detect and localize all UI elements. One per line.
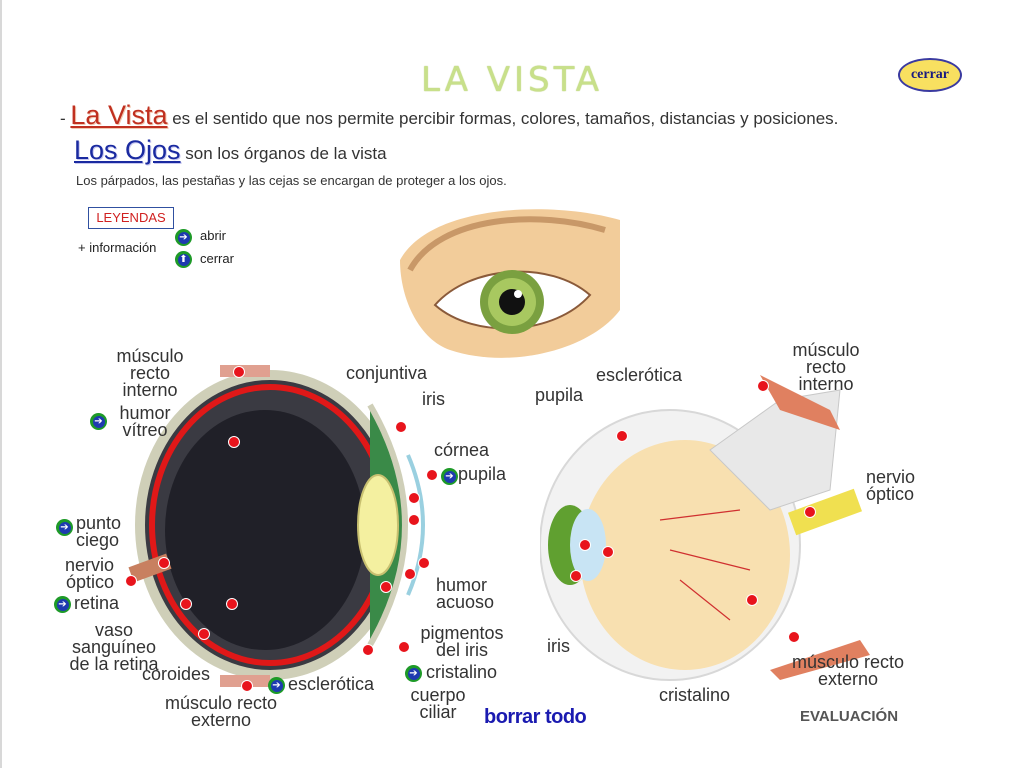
pupila-arrow-icon[interactable]: ➔: [441, 468, 458, 485]
marker-dot[interactable]: [241, 680, 253, 692]
page-title: LA VISTA: [420, 60, 604, 100]
close-arrow-icon[interactable]: ⬆: [175, 251, 192, 268]
marker-dot[interactable]: [616, 430, 628, 442]
marker-dot[interactable]: [380, 581, 392, 593]
marker-dot[interactable]: [570, 570, 582, 582]
marker-dot[interactable]: [180, 598, 192, 610]
marker-dot[interactable]: [757, 380, 769, 392]
label-esclerotica-right: esclerótica: [596, 365, 683, 385]
label-cristalino: cristalino: [426, 662, 498, 682]
label-iris-right: iris: [547, 636, 570, 656]
marker-dot[interactable]: [579, 539, 591, 551]
label-iris: iris: [422, 389, 445, 409]
marker-dot[interactable]: [398, 641, 410, 653]
label-conjuntiva: conjuntiva: [346, 363, 428, 383]
marker-dot[interactable]: [804, 506, 816, 518]
humor-vitreo-arrow-icon[interactable]: ➔: [90, 413, 107, 430]
label-retina: retina: [74, 593, 120, 613]
marker-dot[interactable]: [362, 644, 374, 656]
cristalino-arrow-icon[interactable]: ➔: [405, 665, 422, 682]
label-pupila: pupila: [458, 464, 507, 484]
info-label: + información: [78, 240, 157, 255]
vista-definition: - La Vista es el sentido que nos permite…: [60, 100, 838, 131]
label-esclerotica: esclerótica: [288, 674, 375, 694]
open-arrow-icon[interactable]: ➔: [175, 229, 192, 246]
marker-dot[interactable]: [228, 436, 240, 448]
ojos-text: son los órganos de la vista: [185, 144, 387, 163]
ojos-term: Los Ojos: [74, 135, 181, 165]
dash: -: [60, 109, 66, 128]
legend-title: LEYENDAS: [88, 207, 174, 229]
clear-all-button[interactable]: borrar todo: [484, 706, 587, 728]
marker-dot[interactable]: [198, 628, 210, 640]
marker-dot[interactable]: [125, 575, 137, 587]
evaluation-button[interactable]: EVALUACIÓN: [800, 708, 899, 725]
marker-dot[interactable]: [408, 492, 420, 504]
open-label: abrir: [200, 228, 227, 243]
marker-dot[interactable]: [746, 594, 758, 606]
marker-dot[interactable]: [158, 557, 170, 569]
eye-illustration: [400, 209, 620, 358]
punto-ciego-arrow-icon[interactable]: ➔: [56, 519, 73, 536]
marker-dot[interactable]: [426, 469, 438, 481]
protect-text: Los párpados, las pestañas y las cejas s…: [76, 173, 507, 188]
label-coroides: coroides: [142, 664, 211, 684]
close-button[interactable]: cerrar: [898, 58, 962, 92]
close-label: cerrar: [200, 251, 234, 266]
ojos-definition: Los Ojos son los órganos de la vista: [74, 135, 387, 166]
marker-dot[interactable]: [226, 598, 238, 610]
label-cristalino-right: cristalino: [659, 685, 731, 705]
vista-text: es el sentido que nos permite percibir f…: [172, 109, 839, 128]
esclerotica-arrow-icon[interactable]: ➔: [268, 677, 285, 694]
marker-dot[interactable]: [788, 631, 800, 643]
marker-dot[interactable]: [418, 557, 430, 569]
eye-cross-section: [128, 365, 425, 687]
marker-dot[interactable]: [602, 546, 614, 558]
marker-dot[interactable]: [395, 421, 407, 433]
label-pupila-right: pupila: [535, 385, 584, 405]
vista-term: La Vista: [70, 100, 168, 130]
marker-dot[interactable]: [408, 514, 420, 526]
label-cornea: córnea: [434, 440, 490, 460]
marker-dot[interactable]: [233, 366, 245, 378]
retina-arrow-icon[interactable]: ➔: [54, 596, 71, 613]
marker-dot[interactable]: [404, 568, 416, 580]
eye-3d-section: [540, 375, 870, 681]
